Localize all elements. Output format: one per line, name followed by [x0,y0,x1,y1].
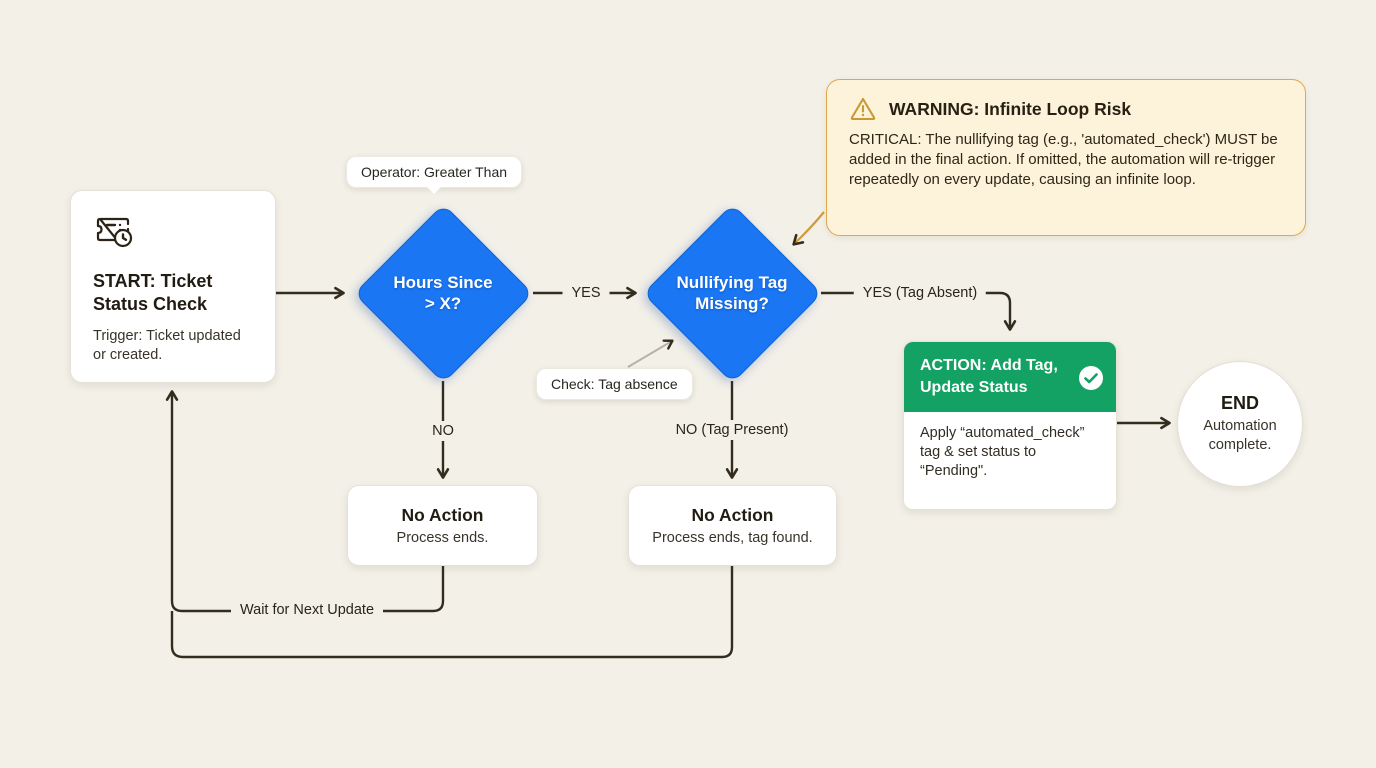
tooltip-operator: Operator: Greater Than [346,156,523,194]
edge-label-yes-tag-absent: YES (Tag Absent) [853,283,987,303]
ticket-clock-icon [96,217,133,248]
tooltip-operator-text: Operator: Greater Than [361,164,508,180]
end-node-description: Automation complete. [1203,418,1277,453]
tooltip-check-text: Check: Tag absence [551,376,678,392]
action-node[interactable]: ACTION: Add Tag, Update Status Apply “au… [903,341,1117,510]
edge-label-no-tag-present: NO (Tag Present) [666,420,798,440]
no-action-node-2[interactable]: No Action Process ends, tag found. [628,485,837,566]
warning-triangle-icon [850,97,876,121]
warning-callout: WARNING: Infinite Loop Risk CRITICAL: Th… [826,79,1306,236]
decision-hours-since-label: Hours Since > X? [393,273,493,314]
start-node-description: Trigger: Ticket updated or created. [93,327,241,364]
check-circle-icon [1079,366,1103,390]
edge-check-tooltip-arrow [627,339,674,368]
warning-header: WARNING: Infinite Loop Risk [849,96,1283,122]
no-action-2-description: Process ends, tag found. [652,530,813,546]
edge-label-no: NO [423,421,463,441]
no-action-1-description: Process ends. [396,530,489,546]
tooltip-check: Check: Tag absence [536,368,693,400]
decision-nullifying-tag-label: Nullifying Tag Missing? [676,273,788,314]
edge-warning-callout-arrow [792,211,825,246]
action-node-title: ACTION: Add Tag, Update Status [920,357,1058,396]
start-node-title: START: Ticket Status Check [93,271,213,315]
end-node[interactable]: END Automation complete. [1177,361,1303,487]
edge-noaction2-loop [170,566,734,659]
start-node[interactable]: START: Ticket Status Check Trigger: Tick… [70,190,276,383]
tooltip-pointer [426,186,443,194]
no-action-node-1[interactable]: No Action Process ends. [347,485,538,566]
edge-label-wait-for-next-update: Wait for Next Update [230,600,384,620]
action-node-header: ACTION: Add Tag, Update Status [904,342,1116,412]
warning-body: CRITICAL: The nullifying tag (e.g., 'aut… [849,131,1278,189]
no-action-2-title: No Action [691,505,774,525]
no-action-1-title: No Action [401,505,484,525]
end-node-title: END [1220,393,1259,414]
edge-decision2-to-action [821,291,1017,331]
action-node-description: Apply “automated_check” tag & set status… [920,425,1085,480]
edge-label-yes: YES [562,283,610,303]
warning-title: WARNING: Infinite Loop Risk [889,98,1132,119]
